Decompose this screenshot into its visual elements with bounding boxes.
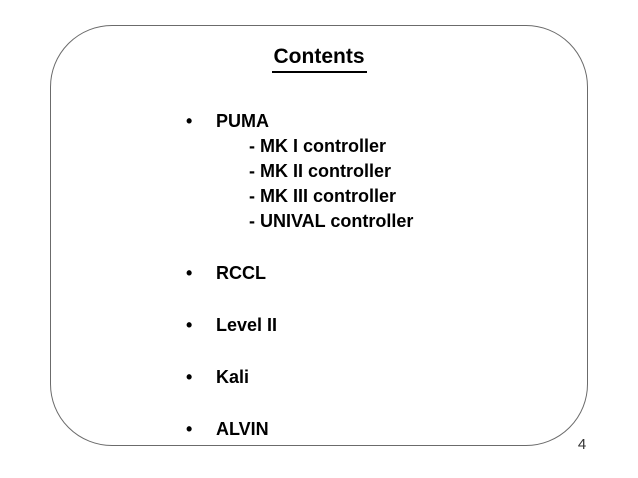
page-title: Contents — [51, 44, 587, 73]
subitem-mk2: - MK II controller — [249, 161, 392, 181]
page-title-text: Contents — [271, 44, 367, 73]
slide-border-frame: Contents • PUMA - MK I controller - MK I… — [50, 25, 588, 446]
subitem-unival: - UNIVAL controller — [249, 211, 414, 231]
list-item-level-ii: • Level II — [186, 313, 567, 338]
list-item-body: PUMA - MK I controller - MK II controlle… — [216, 109, 567, 234]
bullet-icon: • — [186, 315, 193, 335]
list-item-kali: • Kali — [186, 365, 567, 390]
subitem-mk3: - MK III controller — [249, 186, 397, 206]
list-item-rccl: • RCCL — [186, 261, 567, 286]
page-number: 4 — [577, 436, 587, 453]
list-item-label: PUMA — [216, 111, 269, 131]
list-item-puma: • PUMA - MK I controller - MK II control… — [186, 109, 567, 234]
subitem-mk1: - MK I controller — [249, 136, 387, 156]
list-item-body: ALVIN — [216, 417, 567, 442]
list-item-label: Kali — [216, 367, 250, 387]
list-item-body: Kali — [216, 365, 567, 390]
bullet-icon: • — [186, 419, 193, 439]
list-item-body: RCCL — [216, 261, 567, 286]
bullet-icon: • — [186, 367, 193, 387]
bullet-icon: • — [186, 263, 193, 283]
list-item-label: ALVIN — [216, 419, 269, 439]
list-item-alvin: • ALVIN — [186, 417, 567, 442]
list-item-body: Level II — [216, 313, 567, 338]
list-item-label: RCCL — [216, 263, 266, 283]
list-item-label: Level II — [216, 315, 278, 335]
contents-list: • PUMA - MK I controller - MK II control… — [51, 109, 587, 442]
bullet-icon: • — [186, 111, 193, 131]
